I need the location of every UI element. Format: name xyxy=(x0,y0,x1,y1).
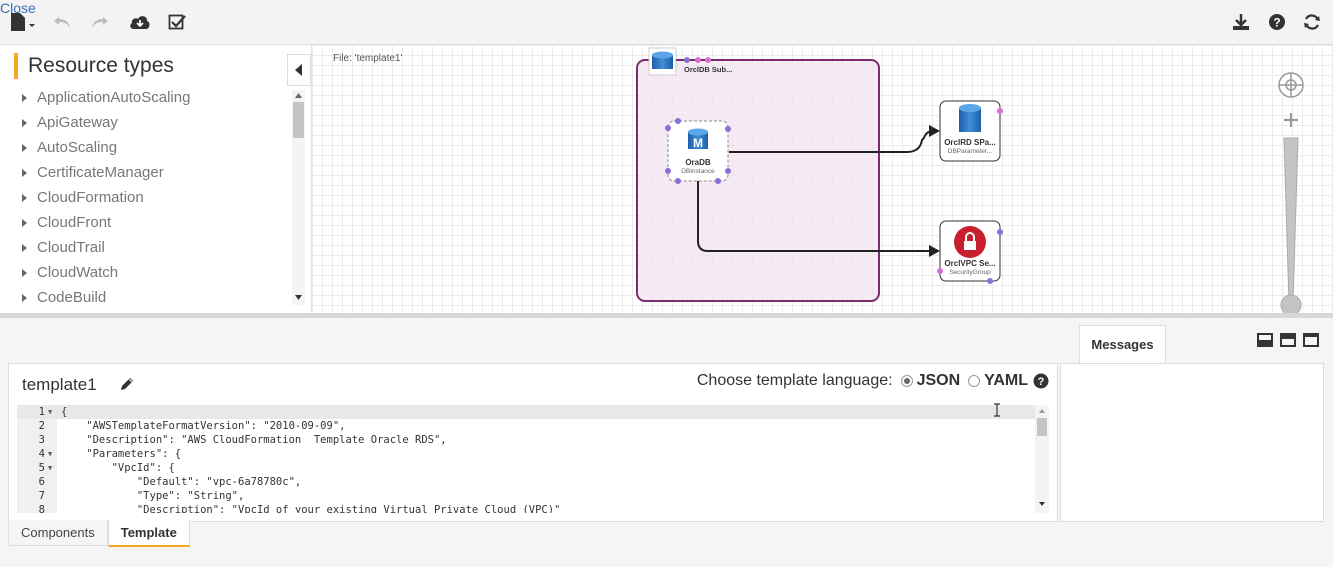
expand-arrow-icon xyxy=(22,118,27,127)
resource-type-label: CodeBuild xyxy=(37,289,107,306)
resource-type-item[interactable]: AutoScaling xyxy=(0,135,290,160)
resource-types-title: Resource types xyxy=(14,53,174,79)
oradb-node-name: OraDB xyxy=(685,158,711,167)
svg-text:?: ? xyxy=(1038,376,1045,388)
sidebar-scrollbar[interactable] xyxy=(292,90,305,305)
code-line: 8 "Description": "VpcId of your existing… xyxy=(38,504,561,513)
code-line: 1▼{ xyxy=(17,405,1048,419)
yaml-radio[interactable] xyxy=(968,375,981,387)
help-icon[interactable]: ? xyxy=(1266,10,1288,34)
zoom-control[interactable] xyxy=(1278,72,1304,313)
resource-types-panel: Resource types ApplicationAutoScaling Ap… xyxy=(0,45,311,313)
chevron-left-icon xyxy=(295,64,302,76)
resource-type-label: CloudFormation xyxy=(37,189,144,206)
resource-type-label: ApplicationAutoScaling xyxy=(37,89,191,106)
undo-icon[interactable] xyxy=(52,10,74,34)
file-menu-icon[interactable] xyxy=(8,10,38,34)
bottom-panel: Messages template1 Choose template langu… xyxy=(0,318,1333,567)
refresh-icon[interactable] xyxy=(1301,10,1323,34)
expand-arrow-icon xyxy=(22,243,27,252)
language-prompt: Choose template language: xyxy=(696,372,893,389)
file-label: File: 'template1' xyxy=(333,53,403,64)
json-radio[interactable] xyxy=(900,375,913,387)
messages-tab[interactable]: Messages xyxy=(1079,325,1166,363)
code-editor[interactable]: 1▼{ 2 "AWSTemplateFormatVersion": "2010-… xyxy=(17,405,1048,513)
line-gutter xyxy=(17,405,57,513)
resource-type-item[interactable]: CertificateManager xyxy=(0,160,290,185)
resource-type-item[interactable]: CloudFront xyxy=(0,210,290,235)
tab-components[interactable]: Components xyxy=(8,520,108,546)
sg-node-type: SecurityGroup xyxy=(949,269,991,276)
subnet-node-name: OrclDB Sub... xyxy=(684,65,733,74)
resource-type-label: ApiGateway xyxy=(37,114,118,131)
oradb-node[interactable]: M xyxy=(665,118,731,184)
language-help-icon[interactable]: ? xyxy=(1033,373,1049,389)
language-selector: Choose template language: JSON YAML ? xyxy=(697,372,1049,390)
expand-arrow-icon xyxy=(22,143,27,152)
svg-text:?: ? xyxy=(1273,16,1280,30)
messages-panel xyxy=(1060,363,1324,522)
template-name: template1 xyxy=(22,375,97,394)
redo-icon[interactable] xyxy=(88,10,110,34)
resource-type-label: AutoScaling xyxy=(37,139,118,156)
edit-name-icon[interactable] xyxy=(119,376,135,397)
oradb-node-type: DBInstance xyxy=(681,168,715,175)
param-node-name: OrclRD SPa... xyxy=(944,138,996,147)
cloud-save-icon[interactable] xyxy=(128,10,152,34)
resource-type-label: CloudTrail xyxy=(37,239,105,256)
resource-type-item[interactable]: ApiGateway xyxy=(0,110,290,135)
expand-arrow-icon xyxy=(22,293,27,302)
tab-template[interactable]: Template xyxy=(107,520,190,547)
resource-type-item[interactable]: ApplicationAutoScaling xyxy=(0,85,290,110)
db-parameter-group-node[interactable] xyxy=(939,100,1003,162)
download-icon[interactable] xyxy=(1230,10,1252,34)
resource-type-label: CertificateManager xyxy=(37,164,164,181)
bottom-tabs: Components Template xyxy=(8,520,190,547)
resource-types-list: ApplicationAutoScaling ApiGateway AutoSc… xyxy=(0,85,290,310)
layout-full-icon[interactable] xyxy=(1303,333,1319,347)
svg-text:M: M xyxy=(693,136,703,150)
layout-split-icon[interactable] xyxy=(1280,333,1296,347)
text-cursor-icon xyxy=(994,403,1000,417)
expand-arrow-icon xyxy=(22,93,27,102)
resource-type-item[interactable]: CodeBuild xyxy=(0,285,290,310)
sg-node-name: OrclVPC Se... xyxy=(944,259,996,268)
edge-oradb-to-sg xyxy=(697,181,930,252)
json-label[interactable]: JSON xyxy=(916,372,961,389)
expand-arrow-icon xyxy=(22,218,27,227)
code-line: 5▼ "VpcId": { xyxy=(38,462,175,474)
collapse-sidebar-button[interactable] xyxy=(287,54,311,86)
toolbar: Close ? xyxy=(0,0,1333,45)
expand-arrow-icon xyxy=(22,168,27,177)
resource-type-item[interactable]: CloudWatch xyxy=(0,260,290,285)
template-editor-panel: template1 Choose template language: JSON… xyxy=(8,363,1058,522)
code-line: 6 "Default": "vpc-6a78780c", xyxy=(38,476,302,488)
yaml-label[interactable]: YAML xyxy=(984,372,1028,389)
code-line: 2 "AWSTemplateFormatVersion": "2010-09-0… xyxy=(38,420,346,432)
validate-icon[interactable] xyxy=(166,10,188,34)
expand-arrow-icon xyxy=(22,268,27,277)
security-group-node[interactable] xyxy=(937,220,1003,284)
code-line: 4▼ "Parameters": { xyxy=(38,448,182,460)
code-scrollbar[interactable] xyxy=(1035,405,1049,513)
param-node-type: DBParameter... xyxy=(947,148,993,155)
designer-canvas[interactable]: File: 'template1' M xyxy=(311,45,1333,313)
resource-type-label: CloudWatch xyxy=(37,264,119,281)
panel-splitter[interactable] xyxy=(0,313,1333,318)
resource-type-item[interactable]: CloudFormation xyxy=(0,185,290,210)
expand-arrow-icon xyxy=(22,193,27,202)
layout-buttons xyxy=(1257,333,1319,347)
code-line: 7 "Type": "String", xyxy=(38,490,245,502)
resource-type-item[interactable]: CloudTrail xyxy=(0,235,290,260)
layout-bottom-icon[interactable] xyxy=(1257,333,1273,347)
close-button[interactable]: Close xyxy=(0,0,36,16)
resource-type-label: CloudFront xyxy=(37,214,112,231)
code-line: 3 "Description": "AWS CloudFormation Tem… xyxy=(38,434,447,446)
